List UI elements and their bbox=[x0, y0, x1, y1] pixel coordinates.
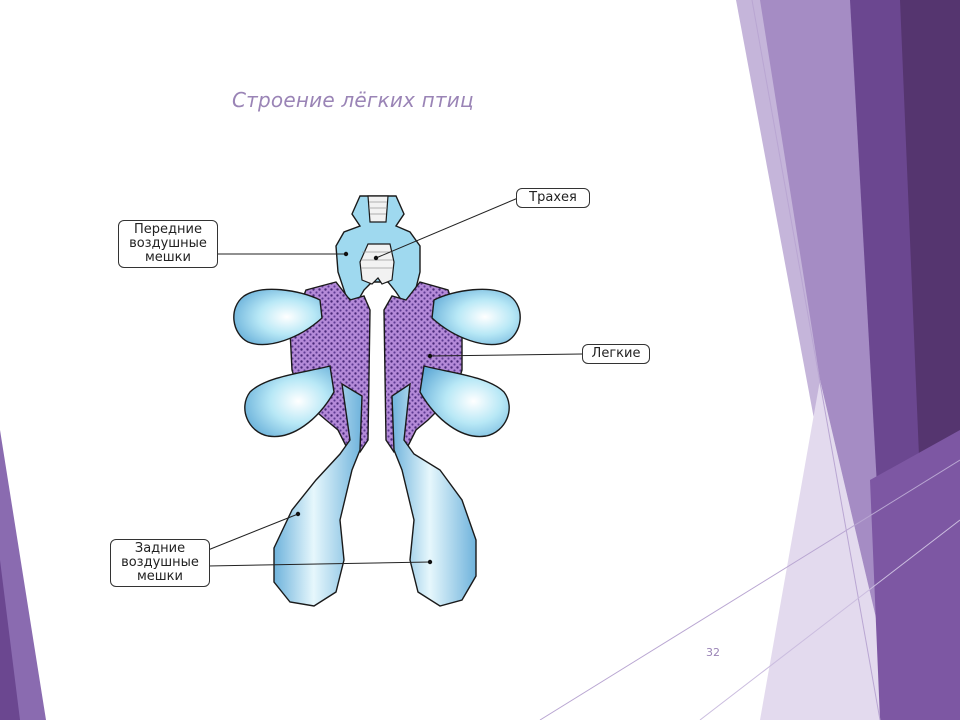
label-posterior-line-2: воздушные bbox=[121, 555, 199, 570]
right-upper-lateral-sac bbox=[431, 288, 521, 346]
trachea-bifurcation bbox=[359, 243, 395, 285]
label-anterior-line-1: Передние bbox=[134, 222, 202, 237]
bg-facet-left bbox=[0, 430, 46, 720]
label-anterior-line-3: мешки bbox=[144, 250, 191, 265]
bg-facet-left-dark bbox=[0, 560, 20, 720]
bg-line-3 bbox=[699, 519, 960, 720]
left-lower-lateral-sac bbox=[244, 365, 335, 438]
leader-posterior-right bbox=[207, 561, 431, 567]
label-posterior-air-sacs: Задние воздушные мешки bbox=[110, 539, 210, 587]
bg-line-2 bbox=[539, 459, 960, 720]
label-posterior-line-3: мешки bbox=[136, 569, 183, 584]
label-trachea: Трахея bbox=[516, 188, 590, 208]
label-posterior-line-1: Задние bbox=[134, 541, 186, 556]
label-anterior-air-sacs: Передние воздушные мешки bbox=[118, 220, 218, 268]
trachea-rings bbox=[361, 201, 393, 269]
trachea-shape bbox=[367, 195, 389, 223]
leader-dots bbox=[295, 251, 433, 565]
label-trachea-text: Трахея bbox=[529, 190, 577, 205]
leader-trachea bbox=[375, 197, 519, 259]
leader-lungs bbox=[429, 353, 583, 357]
right-posterior-air-sac bbox=[391, 382, 477, 607]
label-lungs: Легкие bbox=[582, 344, 650, 364]
slide-title: Строение лёгких птиц bbox=[232, 88, 474, 112]
label-anterior-line-2: воздушные bbox=[129, 236, 207, 251]
bg-line-1 bbox=[751, 0, 881, 720]
page-number: 32 bbox=[706, 646, 720, 659]
leader-posterior-left bbox=[207, 513, 299, 551]
left-posterior-air-sac bbox=[273, 382, 363, 607]
right-lower-lateral-sac bbox=[419, 365, 510, 438]
label-lungs-text: Легкие bbox=[591, 346, 641, 361]
left-upper-lateral-sac bbox=[233, 288, 323, 346]
bg-facet-lower bbox=[870, 430, 960, 720]
leader-lines bbox=[207, 197, 583, 567]
